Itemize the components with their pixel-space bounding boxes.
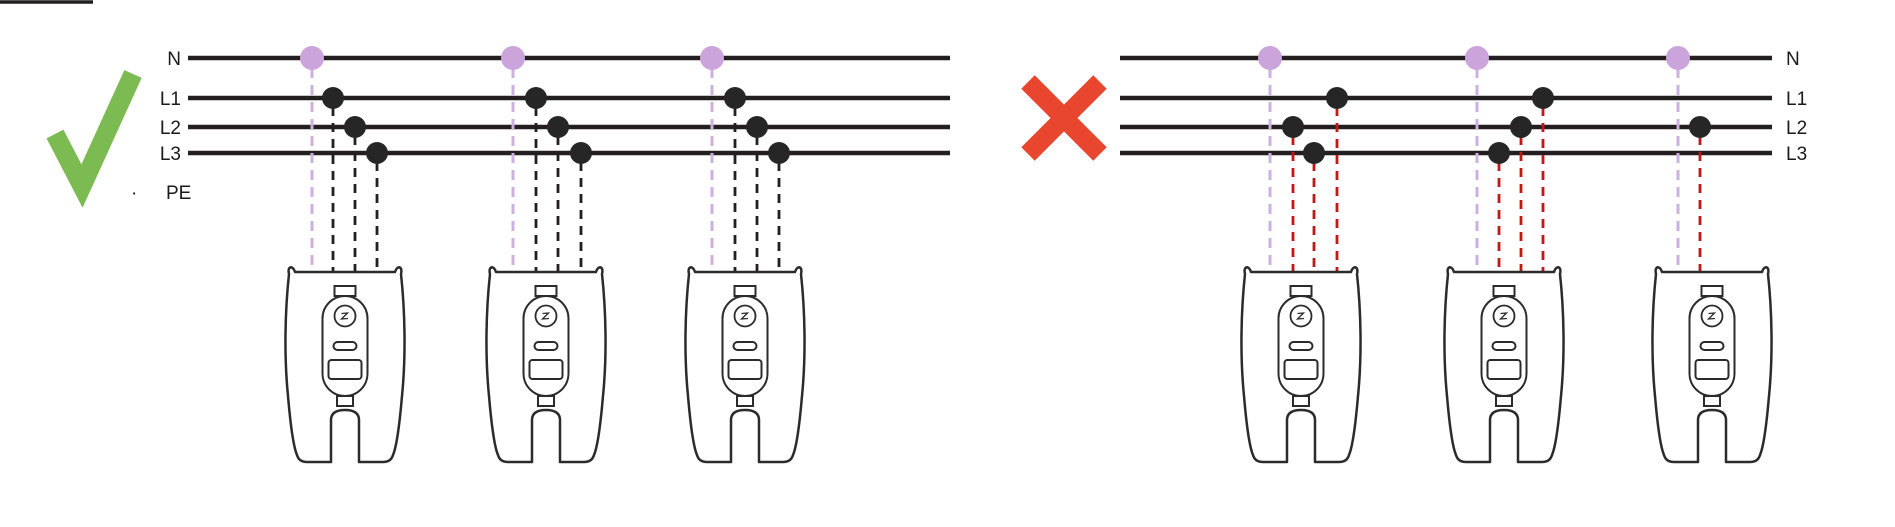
charger-bottom-tab [736, 395, 754, 407]
tap-dot-l1-charger2 [525, 87, 547, 109]
charger-led-slot [732, 341, 758, 351]
tap-dot-l2-charger2 [547, 116, 569, 138]
charger-bolt-icon [739, 312, 750, 320]
tap-dot-n-charger2 [1465, 46, 1489, 70]
ev-charger-device-2 [485, 266, 607, 464]
charger-bottom-tab [1703, 395, 1721, 407]
tap-dot-n-charger2 [501, 46, 525, 70]
tap-dot-l2-charger1 [1282, 116, 1304, 138]
charger-top-tab [1289, 285, 1313, 297]
charger-led-slot [533, 341, 559, 351]
charger-top-tab [534, 285, 558, 297]
tap-dot-l3-charger1 [366, 142, 388, 164]
tap-dot-l1-charger1 [322, 87, 344, 109]
charger-led-slot [1491, 341, 1517, 351]
pe-bullet: · [131, 183, 137, 204]
tap-dot-n-charger3 [700, 46, 724, 70]
charger-display [528, 359, 564, 380]
tap-dot-l2-charger1 [344, 116, 366, 138]
tap-dot-n-charger1 [300, 46, 324, 70]
tap-dot-l3-charger2 [570, 142, 592, 164]
charger-bolt-icon [540, 312, 551, 320]
tap-dot-l3-charger2 [1488, 142, 1510, 164]
charger-top-tab [1700, 285, 1724, 297]
charger-display [727, 359, 763, 380]
tap-dot-l1-charger3 [724, 87, 746, 109]
charger-bottom-tab [336, 395, 354, 407]
bus-label-l2: L2 [1786, 118, 1807, 139]
charger-top-tab [333, 285, 357, 297]
ev-charger-device-1 [284, 266, 406, 464]
bus-label-l2: L2 [160, 118, 181, 139]
tap-dot-l2-charger2 [1510, 116, 1532, 138]
charger-top-tab [733, 285, 757, 297]
charger-display [1694, 359, 1730, 380]
tap-dot-l2-charger3 [1689, 116, 1711, 138]
charger-bottom-tab [537, 395, 555, 407]
charger-bottom-tab [1495, 395, 1513, 407]
bus-label-l3: L3 [160, 144, 181, 165]
charger-led-slot [1288, 341, 1314, 351]
bus-label-n: N [1786, 49, 1800, 70]
tap-dot-n-charger1 [1258, 46, 1282, 70]
ev-charger-device-1 [1240, 266, 1362, 464]
charger-bolt-icon [1498, 312, 1509, 320]
charger-top-tab [1492, 285, 1516, 297]
charger-display [1486, 359, 1522, 380]
charger-display [327, 359, 363, 380]
tap-dot-l3-charger1 [1303, 142, 1325, 164]
cross-stroke-2 [1021, 75, 1107, 161]
bus-label-n: N [167, 49, 181, 70]
tap-dot-l1-charger1 [1326, 87, 1348, 109]
bus-label-l1: L1 [160, 89, 181, 110]
tap-dot-l1-charger2 [1532, 87, 1554, 109]
charger-bolt-icon [1706, 312, 1717, 320]
tap-dot-l3-charger3 [768, 142, 790, 164]
charger-bolt-icon [339, 312, 350, 320]
tap-dot-n-charger3 [1666, 46, 1690, 70]
checkmark-icon [46, 70, 142, 208]
bus-label-pe: PE [166, 183, 191, 204]
charger-bottom-tab [1292, 395, 1310, 407]
charger-led-slot [1699, 341, 1725, 351]
bus-label-l3: L3 [1786, 144, 1807, 165]
charger-led-slot [332, 341, 358, 351]
tap-dot-l2-charger3 [746, 116, 768, 138]
ev-charger-device-3 [684, 266, 806, 464]
bus-label-l1: L1 [1786, 89, 1807, 110]
ev-charger-device-3 [1651, 266, 1773, 464]
ev-charger-device-2 [1443, 266, 1565, 464]
cross-icon [1021, 75, 1107, 161]
charger-display [1283, 359, 1319, 380]
charger-bolt-icon [1295, 312, 1306, 320]
